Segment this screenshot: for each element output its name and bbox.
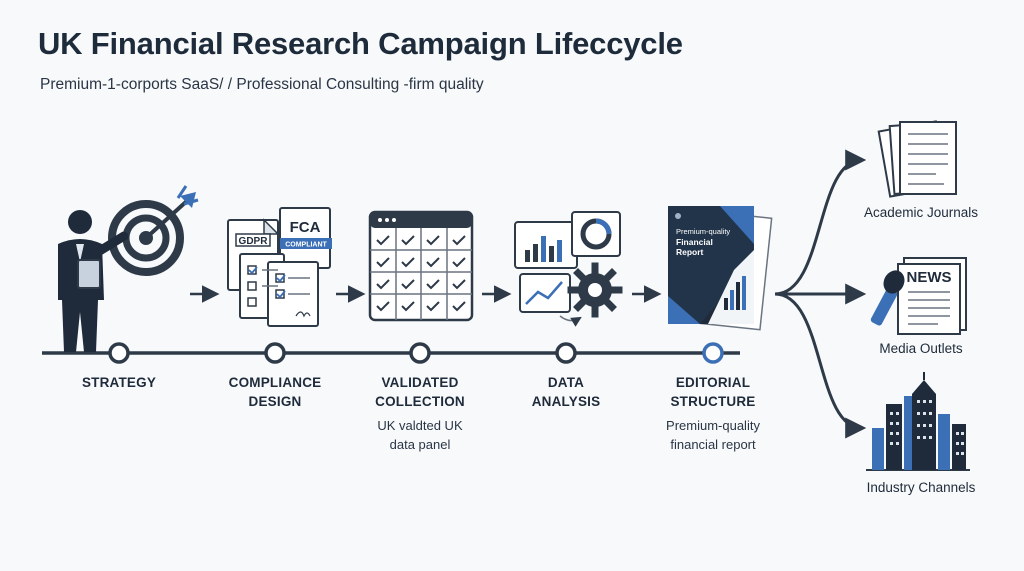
data-analysis-icon — [514, 211, 623, 327]
compliant-badge: COMPLIANT — [285, 242, 327, 249]
distribution-arrow — [774, 292, 867, 439]
page-subtitle: Premium-1-corports SaaS/ / Professional … — [40, 76, 484, 93]
timeline-node — [555, 342, 577, 364]
fca-label: FCA — [290, 219, 321, 236]
gdpr-label: GDPR — [239, 236, 269, 247]
timeline-node — [409, 342, 431, 364]
channel-label-academic-journals: Academic Journals — [863, 205, 979, 220]
timeline-node — [108, 342, 130, 364]
timeline-node-active — [702, 342, 724, 364]
compliance-documents-icon: GDPR FCA COMPLIANT — [227, 207, 332, 327]
news-label: NEWS — [907, 269, 952, 286]
stage-desc-validated-collection: UK valdted UK data panel — [377, 418, 463, 452]
report-title-line: Financial — [676, 237, 713, 247]
page-title: UK Financial Research Campaign Lifeccycl… — [38, 26, 683, 61]
stage-desc-editorial-structure: Premium-quality financial report — [666, 418, 760, 452]
city-skyline-icon — [866, 372, 970, 471]
newspaper-microphone-icon: NEWS — [870, 257, 967, 335]
channel-label-industry-channels: Industry Channels — [866, 480, 976, 495]
financial-report-icon: Premium-quality Financial Report — [668, 206, 773, 331]
stage-label-strategy: STRATEGY — [81, 375, 157, 390]
report-title-line: Report — [676, 247, 704, 257]
distribution-arrow — [774, 149, 867, 296]
report-tagline: Premium-quality — [676, 227, 730, 236]
stage-label-compliance-design: COMPLIANCE DESIGN — [228, 375, 322, 409]
stage-label-validated-collection: VALIDATED COLLECTION — [375, 375, 465, 409]
channel-label-media-outlets: Media Outlets — [879, 341, 963, 356]
businessman-target-icon — [58, 185, 199, 352]
stage-label-data-analysis: DATA ANALYSIS — [531, 375, 601, 409]
timeline-node — [264, 342, 286, 364]
stage-label-editorial-structure: EDITORIAL STRUCTURE — [670, 375, 756, 409]
validated-grid-icon — [368, 210, 474, 322]
journals-icon — [877, 120, 957, 198]
